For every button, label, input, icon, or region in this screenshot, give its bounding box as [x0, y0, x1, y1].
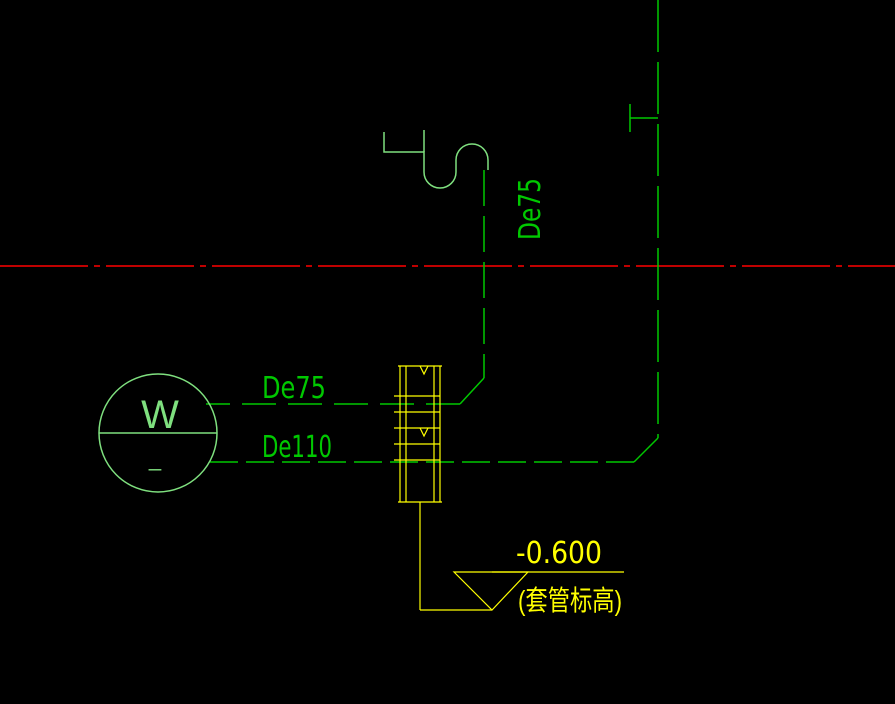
right-pipe-corner: [633, 437, 659, 463]
w-symbol-letter: W: [141, 393, 179, 437]
upper-branch-size-label: De75: [262, 371, 326, 406]
w-symbol: [98, 373, 218, 493]
elevation-note: (套管标高): [518, 585, 622, 616]
vent-trap-symbol: [383, 132, 489, 189]
pipe-tee-marker: [629, 104, 658, 132]
vertical-pipe-size-label: De75: [513, 178, 548, 240]
elevation-leader: [419, 502, 624, 611]
w-symbol-sub: _: [148, 446, 162, 471]
lower-branch-size-label: De110: [262, 430, 332, 465]
elevation-value: -0.600: [516, 536, 602, 571]
middle-pipe-corner: [459, 377, 485, 405]
wall-sleeve: [394, 365, 442, 503]
